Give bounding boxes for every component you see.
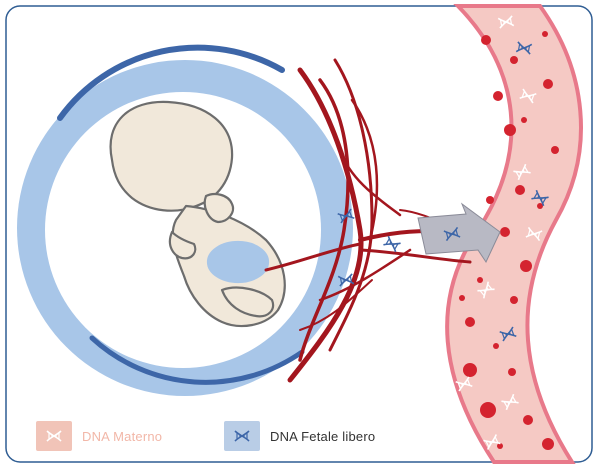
dna-icon <box>230 426 254 446</box>
legend-label-maternal: DNA Materno <box>82 429 162 444</box>
legend: DNA Materno DNA Fetale libero <box>36 418 456 454</box>
fetal-dna-swatch <box>224 421 260 451</box>
dna-icon <box>42 426 66 446</box>
legend-item-maternal-dna: DNA Materno <box>36 418 162 454</box>
placenta-blob <box>208 242 268 282</box>
legend-label-fetal: DNA Fetale libero <box>270 429 375 444</box>
maternal-dna-swatch <box>36 421 72 451</box>
legend-item-fetal-dna: DNA Fetale libero <box>224 418 375 454</box>
